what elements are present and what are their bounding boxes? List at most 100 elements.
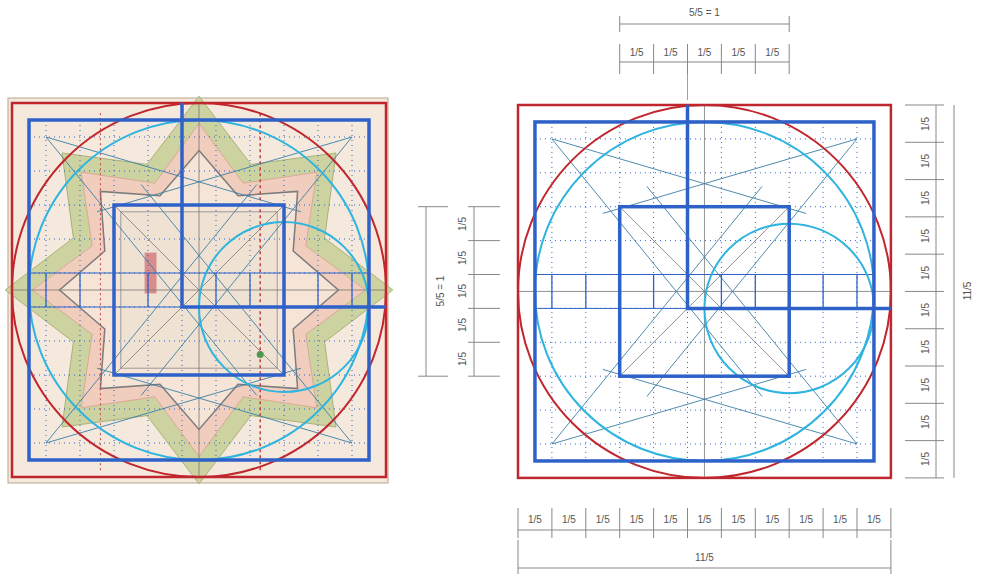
dimension-label: 1/5 <box>457 351 468 367</box>
band-tick <box>653 275 654 309</box>
dimension-line <box>518 530 891 531</box>
dimension-tick <box>905 142 944 143</box>
module-line <box>688 105 891 308</box>
dimension-label: 1/5 <box>696 47 712 58</box>
dimension-line <box>620 24 790 25</box>
dimension-tick <box>468 308 500 309</box>
dimension-lines <box>418 16 954 574</box>
outer-circle <box>518 105 891 478</box>
dimension-label: 1/5 <box>457 216 468 232</box>
grid-dots <box>352 120 353 460</box>
diagonal <box>620 207 790 377</box>
grid-dots <box>551 122 552 461</box>
dimension-label: 1/5 <box>730 47 746 58</box>
band-tick <box>351 273 352 307</box>
dimension-tick <box>468 274 500 275</box>
band-tick <box>551 275 552 309</box>
dimension-tick <box>905 105 944 106</box>
band-tick <box>585 275 586 309</box>
dimension-tick <box>687 74 688 100</box>
dimension-tick <box>905 179 944 180</box>
star-line <box>647 139 857 397</box>
dimension-line <box>474 207 475 377</box>
dimension-tick <box>619 44 620 74</box>
grid-dots <box>721 122 722 461</box>
diagonal <box>114 205 284 375</box>
dimension-tick <box>468 240 500 241</box>
inner-square <box>114 205 284 375</box>
module-line <box>182 103 386 307</box>
star-line <box>97 368 352 443</box>
outer-square <box>518 105 891 478</box>
guide-line <box>100 113 101 470</box>
dimension-tick <box>619 16 620 32</box>
star-line <box>141 137 352 395</box>
band-tick <box>755 275 756 309</box>
dimension-label: 1/5 <box>920 228 931 244</box>
dimension-label: 1/5 <box>663 514 679 525</box>
star-line <box>46 185 257 443</box>
grid-dots <box>653 122 654 461</box>
inner-circle <box>535 122 874 461</box>
dimension-tick <box>619 508 620 538</box>
blue-square <box>29 120 369 460</box>
dimension-tick <box>468 206 500 207</box>
dimension-label: 1/5 <box>764 47 780 58</box>
band-tick <box>721 275 722 309</box>
dimension-tick <box>890 508 891 538</box>
star-line <box>97 137 352 212</box>
dimension-tick <box>890 540 891 574</box>
dimension-tick <box>905 366 944 367</box>
dimension-label: 1/5 <box>920 190 931 206</box>
outer-square <box>12 103 386 477</box>
star-line <box>603 139 857 214</box>
inner-square <box>620 207 790 377</box>
grid-dots <box>148 120 149 460</box>
diagonal <box>620 207 790 377</box>
star-line <box>552 139 806 214</box>
dimension-label: 1/5 <box>457 317 468 333</box>
dimension-tick <box>905 328 944 329</box>
band-tick <box>317 273 318 307</box>
star-line <box>603 369 857 444</box>
dimension-tick <box>653 44 654 74</box>
star-line <box>552 186 762 444</box>
grid-dots <box>823 122 824 461</box>
star-line <box>46 137 301 212</box>
dimension-label: 1/5 <box>920 265 931 281</box>
dimension-line <box>426 207 427 377</box>
band-tick <box>45 273 46 307</box>
star-line <box>552 369 806 444</box>
dimension-label: 1/5 <box>457 283 468 299</box>
dimension-tick <box>755 44 756 74</box>
plan-overlay <box>12 103 386 477</box>
dimension-tick <box>687 44 688 74</box>
dimension-label: 1/5 <box>730 514 746 525</box>
dimension-tick <box>789 508 790 538</box>
dimension-tick <box>653 508 654 538</box>
band-tick <box>822 275 823 309</box>
star-line <box>552 139 762 397</box>
dimension-label: 1/5 <box>832 514 848 525</box>
inner-circle <box>29 120 369 460</box>
dimension-tick <box>418 376 448 377</box>
dimension-line <box>954 105 955 478</box>
band-tick <box>215 273 216 307</box>
marker-dot <box>257 351 264 358</box>
dimension-tick <box>789 16 790 32</box>
star-line <box>46 368 301 443</box>
dimension-label: 11/5 <box>694 552 715 563</box>
grid-dots <box>216 120 217 460</box>
dimension-tick <box>789 44 790 74</box>
dimension-label: 11/5 <box>962 281 973 302</box>
dimension-label: 1/5 <box>764 514 780 525</box>
dimension-line <box>518 568 891 569</box>
dimension-tick <box>905 440 944 441</box>
dimension-line <box>620 62 790 63</box>
dimension-tick <box>518 508 519 538</box>
dimension-label: 1/5 <box>696 514 712 525</box>
star-line <box>46 137 257 395</box>
dimension-label: 1/5 <box>920 414 931 430</box>
dimension-label: 1/5 <box>629 47 645 58</box>
